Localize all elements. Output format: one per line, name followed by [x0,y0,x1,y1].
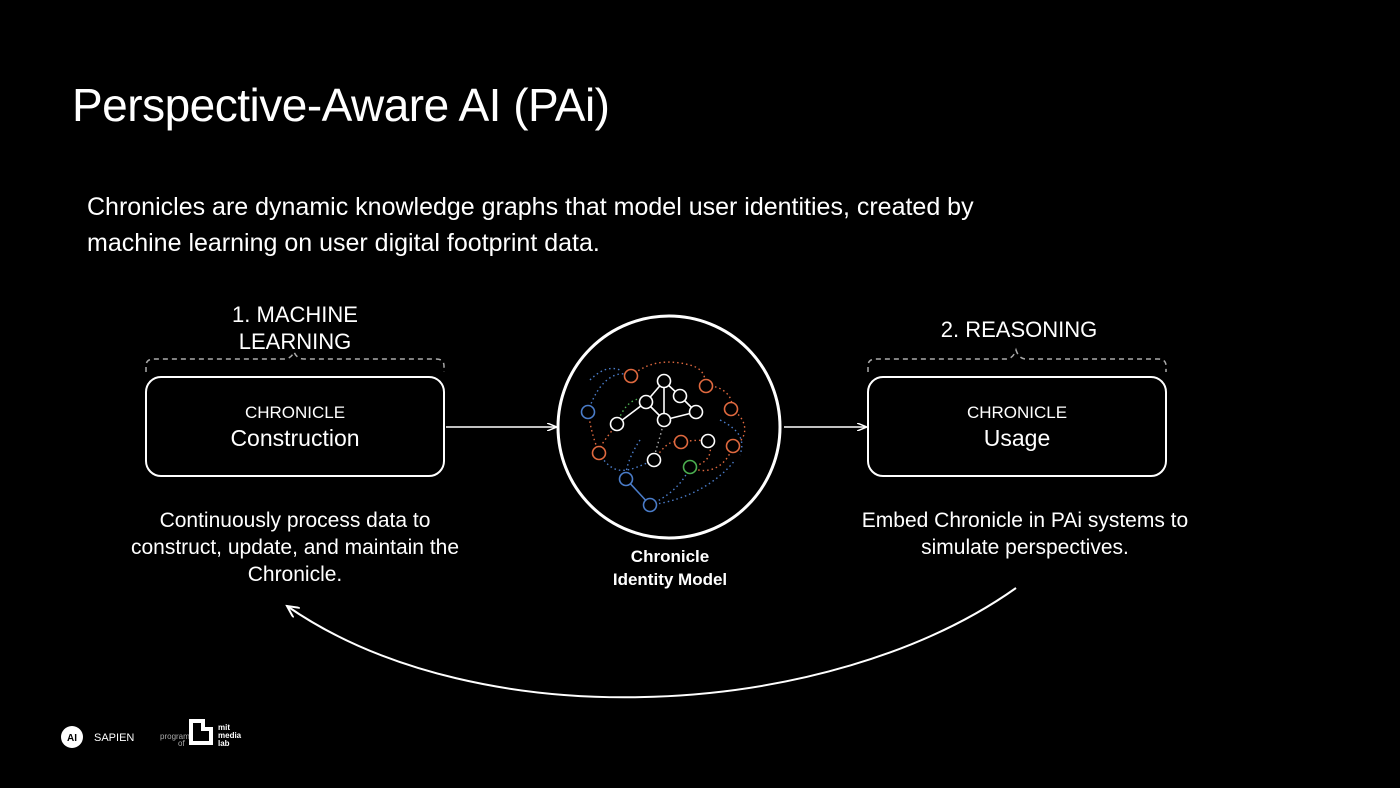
media-text: media [218,731,242,740]
slide-subtitle: Chronicles are dynamic knowledge graphs … [87,189,1087,261]
ai-sapien-logo: AI SAPIEN [61,726,134,748]
reasoning-label-text: 2. REASONING [940,317,1098,342]
ai-logo-mark-icon [61,726,83,748]
construction-desc-line-2: construct, update, and maintain the [130,536,460,559]
graph-node [723,401,739,417]
machine-learning-label: 1. MACHINE LEARNING [195,301,395,355]
graph-edge [649,466,691,506]
media-lab-mark-icon [189,719,213,745]
mit-media-lab-logo: program of mit media lab [160,719,242,748]
graph-node [656,373,672,389]
subtitle-line-2: machine learning on user digital footpri… [87,229,600,257]
graph-edge [587,373,632,413]
mit-text: mit [218,723,230,732]
feedback-loop-arrow [287,587,1017,699]
graph-node [688,404,704,420]
graph-edge [598,452,655,472]
chronicle-construction-box: CHRONICLE Construction [145,376,445,477]
usage-box-small-label: CHRONICLE [966,402,1068,422]
graph-node [656,412,672,428]
machine-learning-label-line-1: 1. MACHINE [232,302,358,327]
construction-desc-line-3: Chronicle. [247,563,343,586]
graph-node [591,445,607,461]
chronicle-usage-box: CHRONICLE Usage [867,376,1167,477]
graph-node [725,438,741,454]
program-of-text-line-2: of [178,739,185,748]
graph-node [609,416,625,432]
machine-learning-brace [145,350,445,372]
usage-desc-line-2: simulate perspectives. [921,536,1129,559]
subtitle-line-1: Chronicles are dynamic knowledge graphs … [87,193,974,221]
construction-box-small-label: CHRONICLE [244,402,346,422]
graph-node [618,471,634,487]
construction-description: Continuously process data to construct, … [95,507,495,588]
sapien-logo-text: SAPIEN [94,732,134,744]
graph-node [623,368,639,384]
graph-node [673,434,689,450]
graph-node [638,394,654,410]
reasoning-brace [867,347,1167,372]
identity-model-caption: Chronicle Identity Model [570,545,770,591]
graph-node [642,497,658,513]
graph-edge [589,367,621,381]
graph-node [700,433,716,449]
construction-desc-line-1: Continuously process data to [159,509,431,532]
graph-edge [719,419,743,456]
graph-node [646,452,662,468]
graph-edge [630,361,707,387]
graph-edge [689,440,711,468]
usage-box-large-label: Usage [983,424,1051,451]
usage-desc-line-1: Embed Chronicle in PAi systems to [861,509,1189,532]
graph-node [682,459,698,475]
construction-box-large-label: Construction [230,424,360,451]
identity-model-circle [556,314,782,540]
graph-node [580,404,596,420]
chronicle-identity-model-graph [556,314,782,540]
machine-learning-label-line-2: LEARNING [238,329,352,354]
graph-edge [649,459,736,506]
identity-model-caption-line-2: Identity Model [612,570,728,589]
reasoning-label: 2. REASONING [919,316,1119,343]
graph-node [672,388,688,404]
graph-node [698,378,714,394]
program-of-text-line-1: program [160,732,190,741]
usage-description: Embed Chronicle in PAi systems to simula… [815,507,1235,561]
slide-title: Perspective-Aware AI (PAi) [72,79,610,131]
lab-text: lab [218,739,230,748]
identity-model-caption-line-1: Chronicle [630,547,710,566]
ai-logo-mark-text: AI [67,733,77,744]
